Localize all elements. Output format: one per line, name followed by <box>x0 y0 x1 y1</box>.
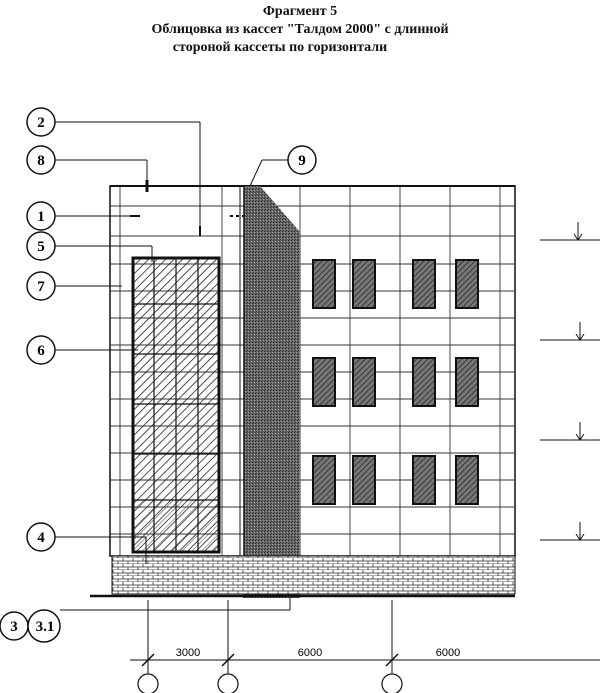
callout-labels: 2 8 9 1 5 7 6 4 3 3.1 <box>10 115 306 635</box>
callout-9: 9 <box>298 153 306 169</box>
axis-lines <box>130 600 600 676</box>
drawing-title: Фрагмент 5 <box>262 4 338 19</box>
dark-vertical-column <box>239 186 300 598</box>
leader-lines <box>55 121 290 564</box>
dimension-6000-a: 6000 <box>298 647 322 659</box>
drawing-subtitle-line-2: стороной кассеты по горизонтали <box>172 40 388 55</box>
dash-markers <box>130 180 244 236</box>
callout-3: 3 <box>10 619 18 635</box>
callout-3-1: 3.1 <box>36 619 55 635</box>
callout-4: 4 <box>37 530 45 546</box>
leader-3-1 <box>60 598 291 611</box>
dimension-3000: 3000 <box>176 647 200 659</box>
callout-7: 7 <box>37 279 45 295</box>
dimension-6000-b: 6000 <box>436 647 460 659</box>
callout-8: 8 <box>37 153 45 169</box>
glazed-stair-panel <box>131 256 221 554</box>
callout-5: 5 <box>37 239 45 255</box>
axis-bubbles <box>137 673 403 693</box>
plinth <box>90 555 516 598</box>
dimension-ticks <box>141 653 399 667</box>
callout-circles <box>0 107 317 643</box>
callout-6: 6 <box>37 343 45 359</box>
drawing-subtitle-line-1: Облицовка из кассет "Талдом 2000" с длин… <box>151 22 449 37</box>
windows <box>312 259 479 505</box>
dimension-labels: 3000 6000 6000 <box>176 647 460 659</box>
callout-2: 2 <box>37 115 45 131</box>
callout-1: 1 <box>37 209 45 225</box>
level-markers <box>540 222 600 541</box>
